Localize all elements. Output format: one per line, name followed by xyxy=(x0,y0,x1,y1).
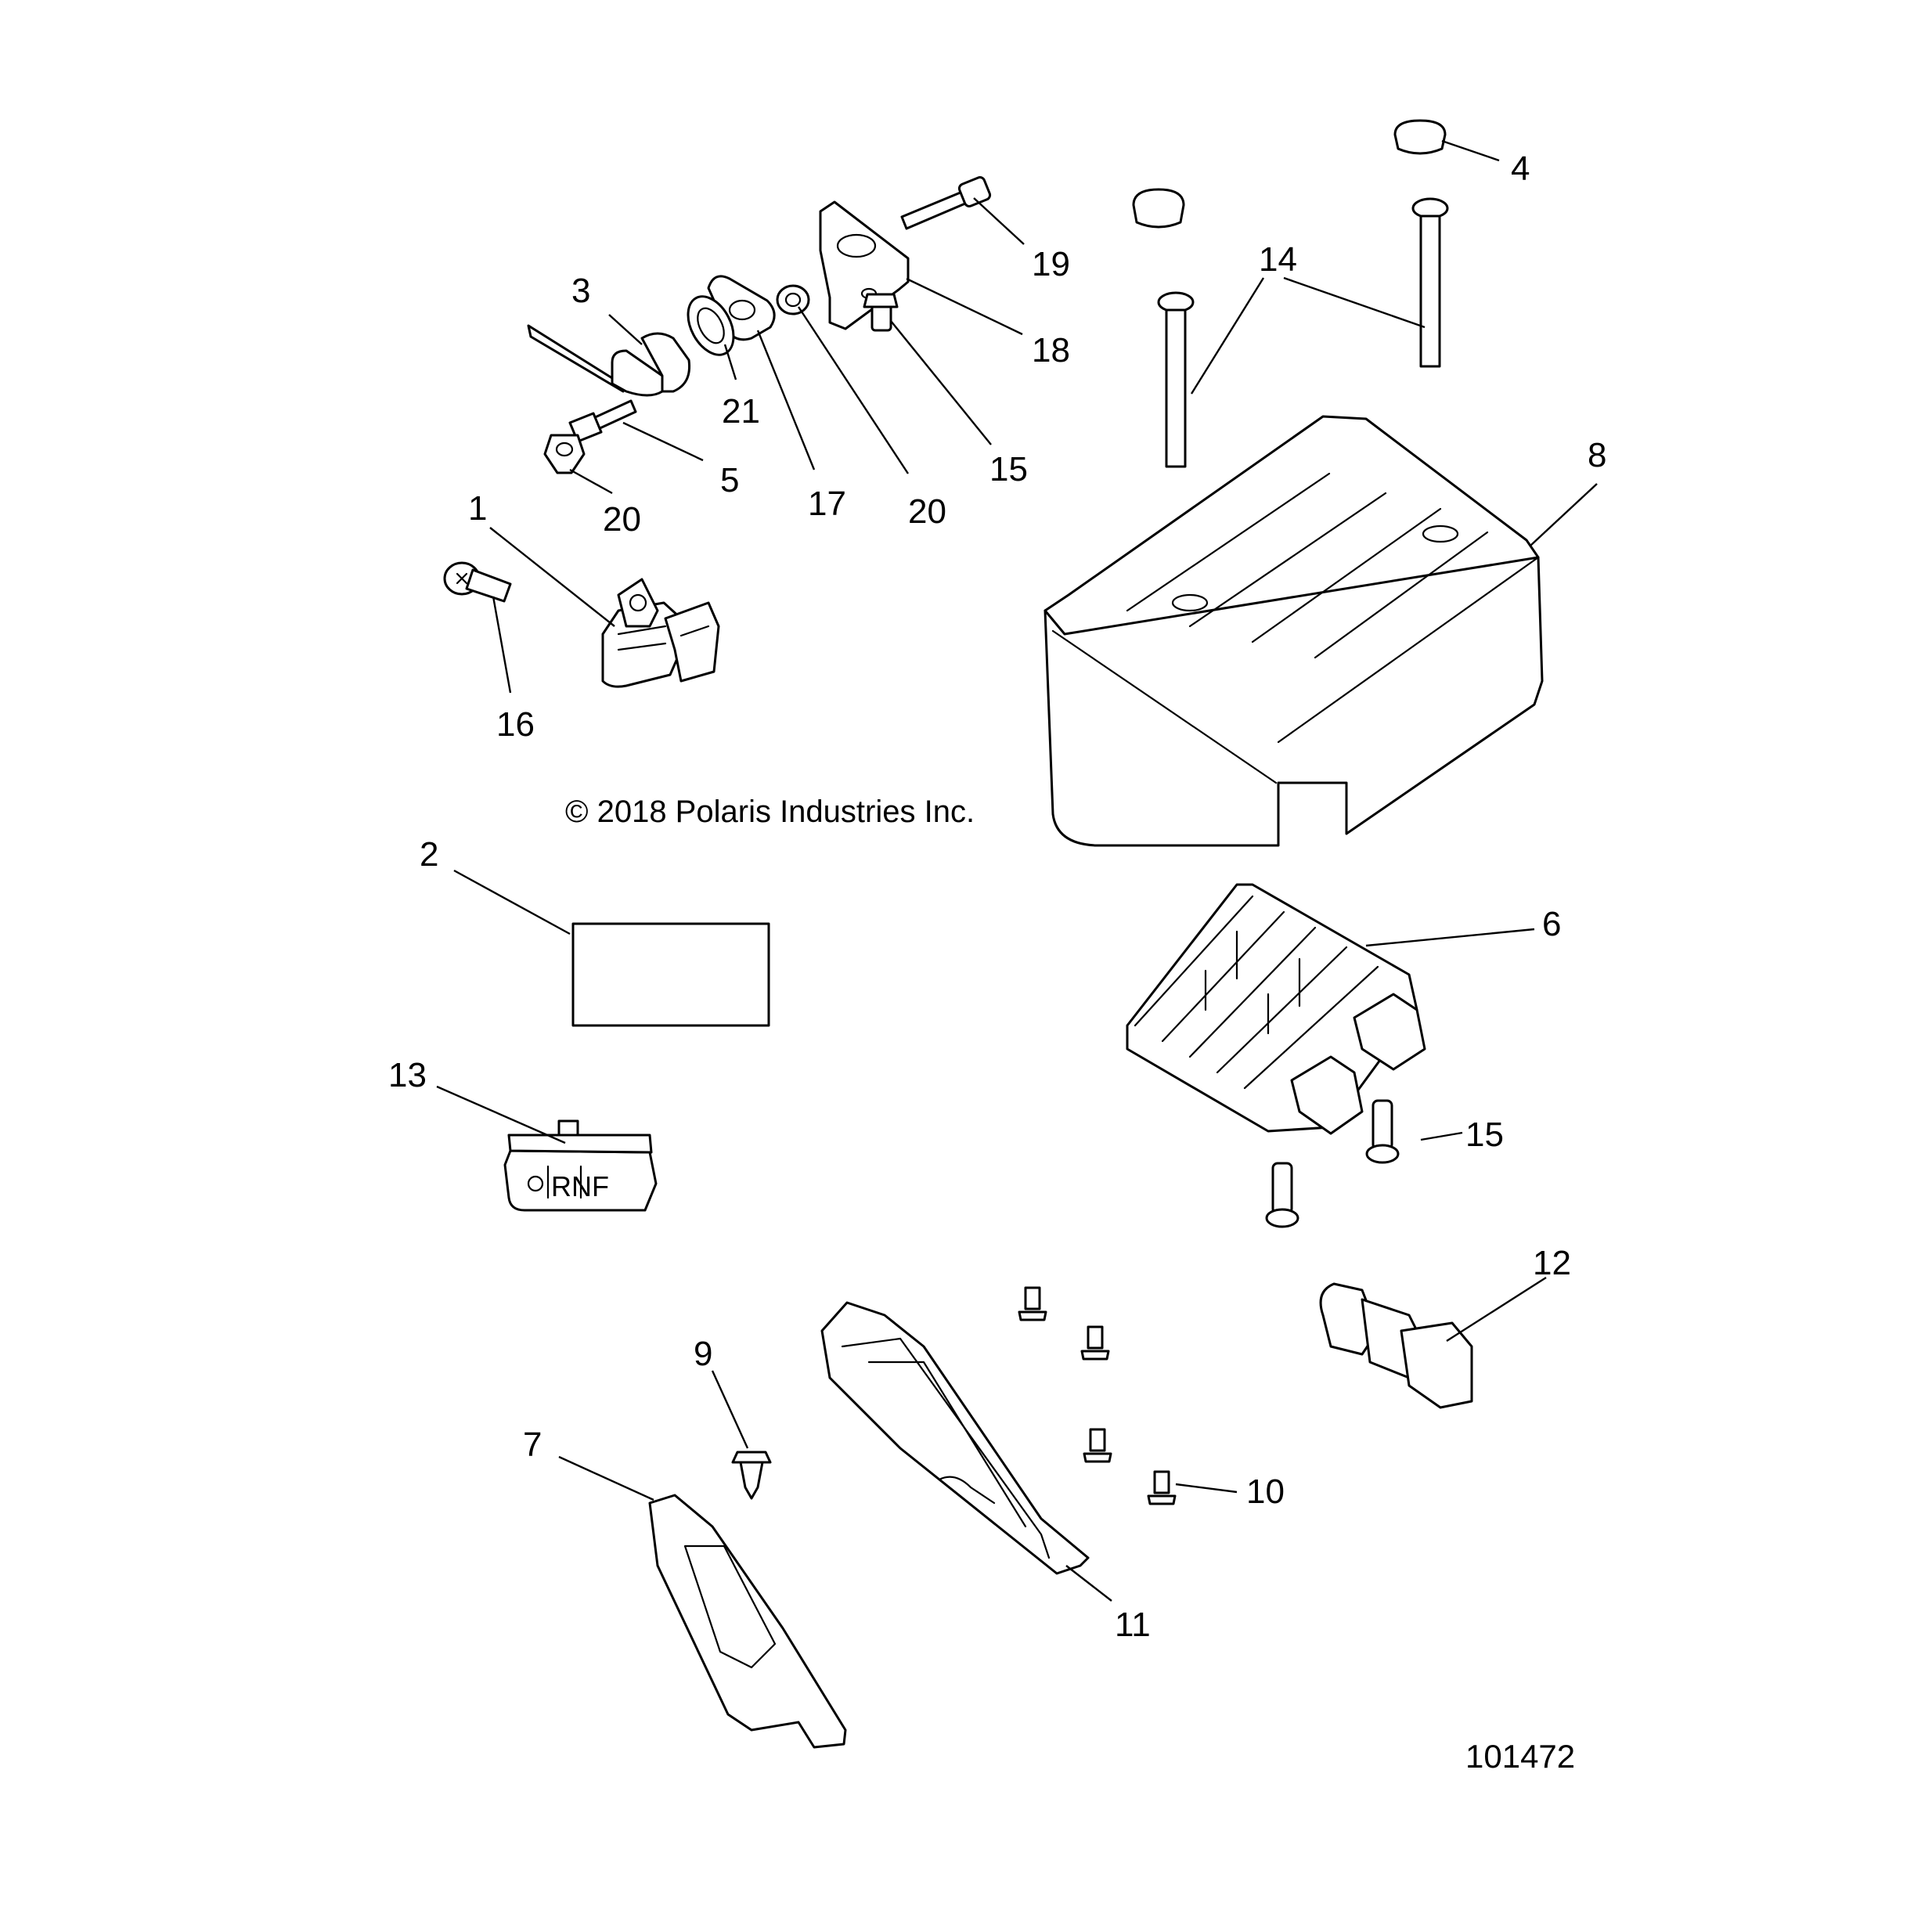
callout-20-top: 20 xyxy=(908,492,946,531)
callout-9: 9 xyxy=(694,1335,712,1373)
part-21-o-ring xyxy=(687,295,735,356)
callout-3: 3 xyxy=(571,272,590,310)
part-6-regulator xyxy=(1126,883,1426,1135)
callout-4: 4 xyxy=(1511,150,1530,188)
callout-15-right: 15 xyxy=(1465,1116,1504,1154)
part-13-rnf-switch: RNF xyxy=(503,1119,658,1212)
part-15-right-bolts xyxy=(1265,1099,1400,1228)
callout-12: 12 xyxy=(1533,1244,1571,1282)
part-15-top-bolt xyxy=(863,293,899,332)
part-14-long-bolts xyxy=(1157,197,1449,468)
callout-8: 8 xyxy=(1588,436,1606,474)
callout-numbers: 1 2 3 4 5 6 7 8 9 10 11 12 13 14 15 15 1… xyxy=(388,150,1606,1644)
callout-7: 7 xyxy=(523,1426,542,1464)
callout-11: 11 xyxy=(1115,1606,1151,1644)
callout-20-left: 20 xyxy=(603,500,641,539)
callout-15-top: 15 xyxy=(989,450,1028,488)
part-19-bolt xyxy=(900,176,992,230)
callout-16: 16 xyxy=(496,705,535,744)
callout-18: 18 xyxy=(1032,331,1070,369)
part-4-plug-caps xyxy=(1132,119,1447,229)
part-18-bracket xyxy=(819,200,910,330)
part-2-label xyxy=(571,922,770,1027)
figure-number: 101472 xyxy=(1465,1738,1575,1775)
callout-10: 10 xyxy=(1246,1472,1285,1511)
part-9-push-rivet xyxy=(731,1451,772,1500)
part-8-cover xyxy=(1043,415,1544,847)
part-20-left-nut xyxy=(543,434,586,474)
part-1-map-sensor xyxy=(601,578,720,688)
part-12-key-switch xyxy=(1319,1282,1473,1409)
callout-19: 19 xyxy=(1032,245,1070,283)
callout-17: 17 xyxy=(808,485,846,523)
part-16-screw xyxy=(443,561,512,603)
callout-21: 21 xyxy=(722,392,760,431)
part-3-sensor xyxy=(527,324,691,397)
part-5-bolt xyxy=(568,399,637,443)
callout-6: 6 xyxy=(1542,905,1561,943)
part-10-screws xyxy=(1018,1286,1177,1505)
part-20-top-nut xyxy=(776,284,810,315)
part-11-ecu xyxy=(820,1301,1090,1575)
callout-13: 13 xyxy=(388,1056,427,1094)
copyright-text: © 2018 Polaris Industries Inc. xyxy=(565,795,975,829)
part-7-ecu-bracket xyxy=(648,1494,847,1749)
callout-1: 1 xyxy=(468,489,487,528)
callout-5: 5 xyxy=(720,461,739,499)
callout-14: 14 xyxy=(1259,240,1297,279)
rnf-switch-text: RNF xyxy=(551,1170,609,1202)
callout-2: 2 xyxy=(420,835,438,874)
leader-lines xyxy=(436,139,1598,1602)
